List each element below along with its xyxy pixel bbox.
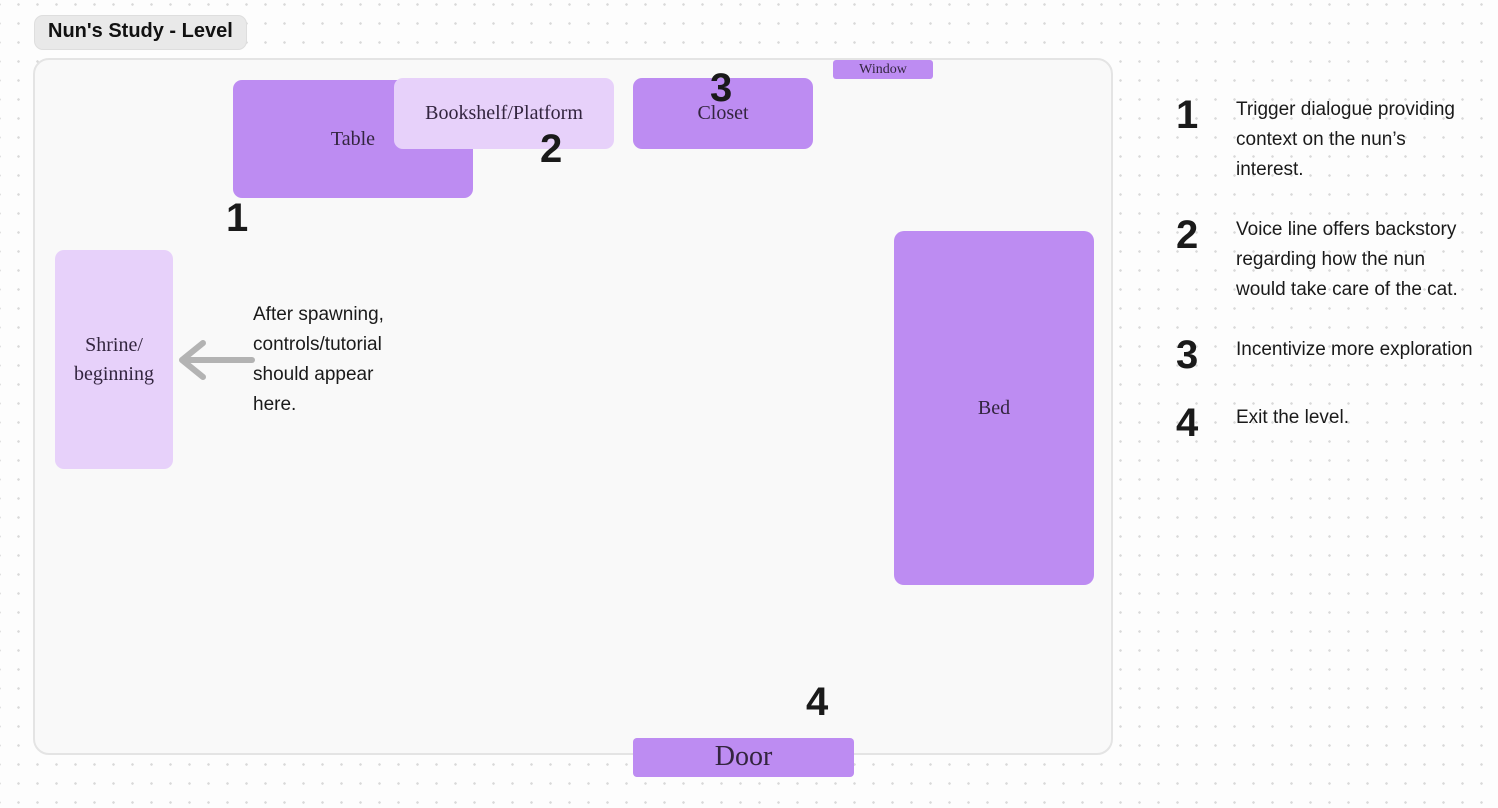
legend-number-1: 1 (1176, 93, 1199, 137)
spawn-note-text[interactable]: After spawning, controls/tutorial should… (253, 304, 384, 415)
legend-text-1: Trigger dialogue providing context on th… (1236, 99, 1455, 180)
shape-closet-label: Closet (697, 102, 749, 124)
shape-closet[interactable]: Closet (633, 78, 813, 149)
legend: 1 Trigger dialogue providing context on … (1176, 95, 1486, 471)
left-arrow-icon[interactable] (174, 336, 256, 384)
canvas-marker-4[interactable]: 4 (806, 680, 829, 724)
shape-window-label: Window (859, 61, 907, 77)
legend-item-4[interactable]: 4 Exit the level. (1176, 401, 1486, 445)
canvas-marker-3[interactable]: 3 (710, 66, 733, 110)
legend-text-4: Exit the level. (1236, 407, 1349, 428)
shape-door-label: Door (714, 741, 773, 773)
legend-item-2[interactable]: 2 Voice line offers backstory regarding … (1176, 215, 1486, 305)
shape-window[interactable]: Window (833, 60, 933, 79)
shape-bed[interactable]: Bed (894, 231, 1094, 585)
shape-door[interactable]: Door (633, 738, 854, 777)
legend-number-3: 3 (1176, 333, 1199, 377)
legend-text-2: Voice line offers backstory regarding ho… (1236, 219, 1458, 300)
shape-bookshelf-label: Bookshelf/Platform (425, 102, 583, 124)
shape-bed-label: Bed (977, 396, 1011, 419)
legend-number-4: 4 (1176, 401, 1199, 445)
level-title-pill[interactable]: Nun's Study - Level (34, 15, 247, 50)
shape-shrine-label: Shrine/ beginning (74, 333, 154, 385)
shape-shrine-beginning[interactable]: Shrine/ beginning (55, 250, 173, 469)
canvas-marker-1[interactable]: 1 (226, 196, 249, 240)
legend-text-3: Incentivize more exploration (1236, 339, 1473, 360)
legend-item-1[interactable]: 1 Trigger dialogue providing context on … (1176, 95, 1486, 185)
canvas-marker-2[interactable]: 2 (540, 127, 563, 171)
shape-bookshelf-platform[interactable]: Bookshelf/Platform (394, 78, 614, 149)
shape-table-label: Table (330, 127, 376, 150)
legend-number-2: 2 (1176, 213, 1199, 257)
legend-item-3[interactable]: 3 Incentivize more exploration (1176, 333, 1486, 377)
